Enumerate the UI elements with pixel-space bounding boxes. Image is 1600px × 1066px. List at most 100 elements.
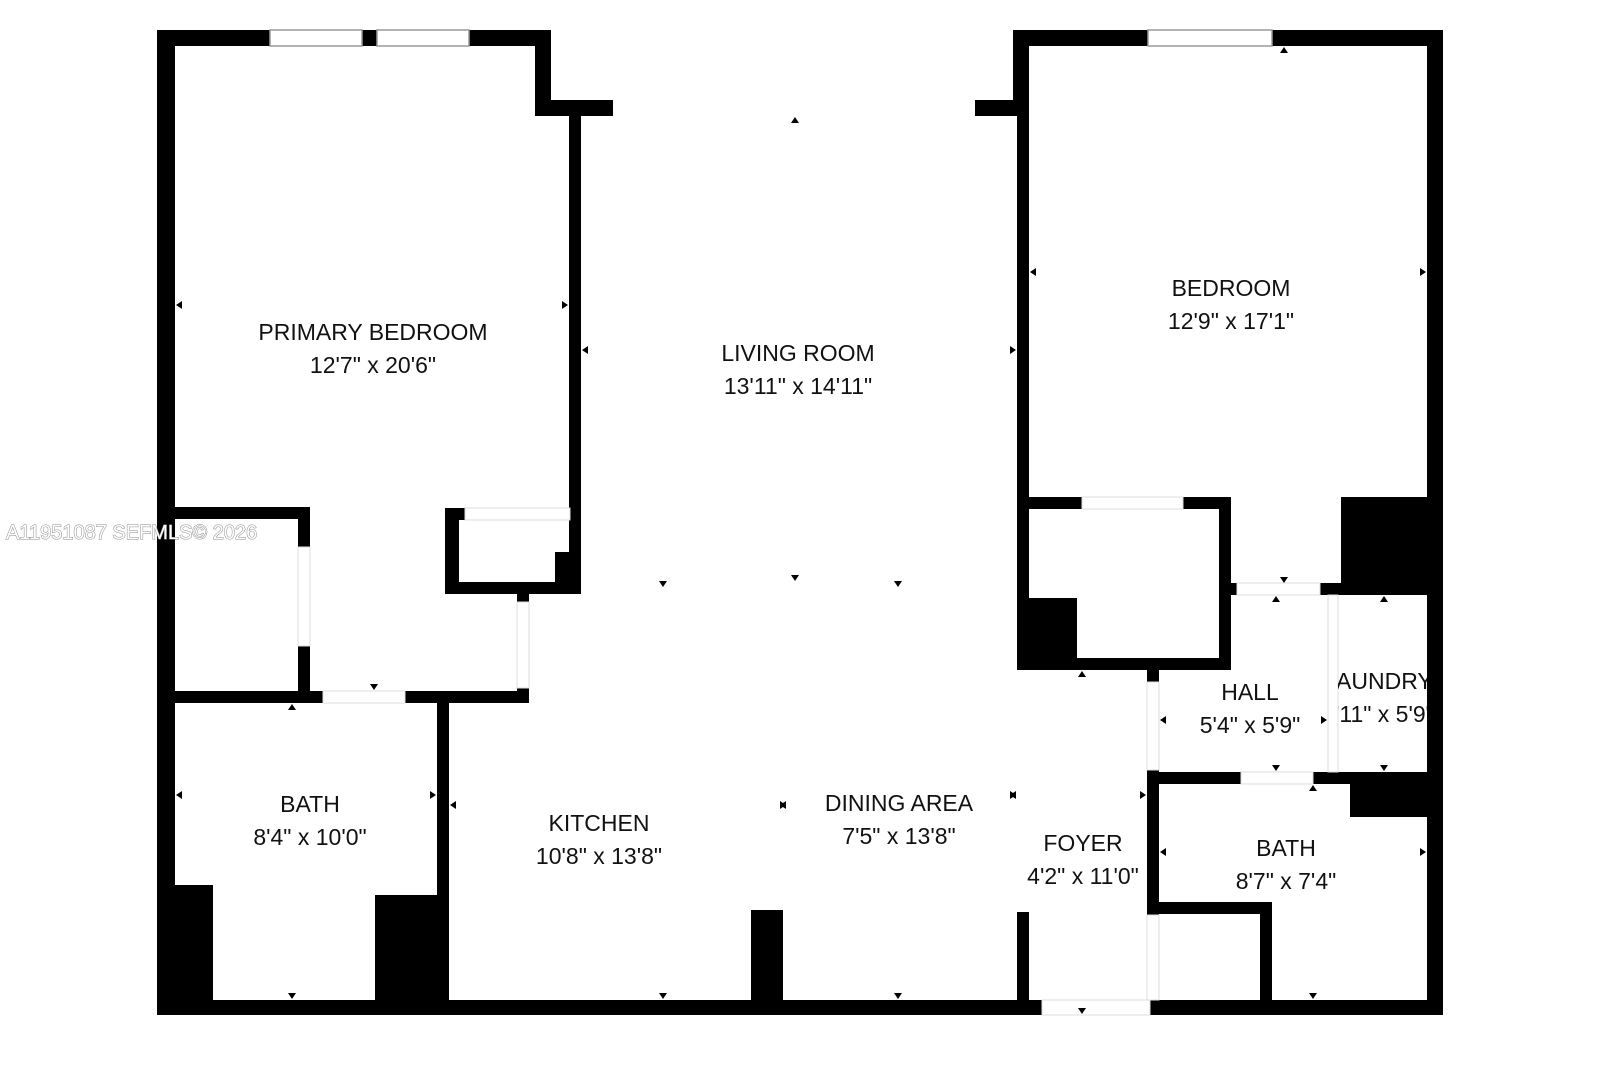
room-name-foyer: FOYER: [1043, 830, 1122, 856]
marker-bedroom-right: [1420, 268, 1426, 276]
room-size-hall: 5'4" x 5'9": [1200, 712, 1301, 738]
wall-foyer-left: [1017, 912, 1029, 1015]
wall-notch-left: [535, 30, 551, 114]
wall-bath2-left: [1147, 770, 1159, 915]
wall-hall-left-stub: [1147, 670, 1159, 682]
room-size-bedroom: 12'9" x 17'1": [1168, 308, 1294, 334]
wall-wic-top: [175, 507, 310, 519]
marker-living-left: [582, 346, 588, 354]
door-primary-bedroom: [516, 601, 530, 689]
door-shower: [1146, 914, 1160, 1001]
room-size-laundry: 2'11" x 5'9": [1322, 701, 1434, 727]
wall-bath2-top-left: [1147, 772, 1241, 784]
wall-door-stub-2: [517, 688, 529, 703]
marker-living-bottom: [791, 575, 799, 581]
marker-hall-right: [1321, 716, 1327, 724]
door-bedroom-hall: [1236, 582, 1321, 596]
marker-primary-left: [176, 301, 182, 309]
marker-bath2-right: [1420, 848, 1426, 856]
room-name-dining-area: DINING AREA: [825, 790, 974, 816]
room-size-primary-bedroom: 12'7" x 20'6": [310, 352, 436, 378]
wall-bedroom-left: [1017, 114, 1029, 670]
marker-bath2-top: [1309, 785, 1317, 791]
marker-dining-bottom: [894, 993, 902, 999]
window-primary-1: [269, 29, 363, 47]
room-name-hall: HALL: [1221, 679, 1279, 705]
room-size-living-room: 13'11" x 14'11": [724, 373, 872, 399]
windows: [269, 29, 1273, 47]
wall-shower-right: [1260, 902, 1272, 1015]
room-name-primary-bedroom: PRIMARY BEDROOM: [258, 319, 487, 345]
marker-bedroom-bottom: [1280, 577, 1288, 583]
walls: [157, 30, 1443, 1015]
marker-living-top: [791, 117, 799, 123]
wall-wic-right-bottom: [298, 646, 310, 694]
room-size-kitchen: 10'8" x 13'8": [536, 843, 662, 869]
bath-vanity-left: [175, 885, 213, 1015]
room-size-dining-area: 7'5" x 13'8": [842, 823, 955, 849]
marker-dining-left: [780, 801, 786, 809]
marker-bath2-bottom: [1309, 993, 1317, 999]
laundry-block: [1350, 772, 1443, 817]
room-size-bath-right: 8'7" x 7'4": [1236, 868, 1337, 894]
room-name-bath-right: BATH: [1256, 835, 1316, 861]
marker-hall-left: [1160, 716, 1166, 724]
wall-closet-top-stub: [445, 508, 465, 520]
window-primary-2: [376, 29, 470, 47]
marker-hall-top: [1272, 596, 1280, 602]
door-wic: [297, 546, 311, 647]
wall-bedroom-bottom-left: [1017, 497, 1082, 509]
bedroom-closet-block: [1341, 497, 1443, 595]
marker-kitchen-left: [450, 801, 456, 809]
marker-primary-right: [562, 301, 568, 309]
wall-hall-top-left: [1219, 583, 1237, 595]
marker-bath-top: [288, 704, 296, 710]
marker-kitchen-bottom: [659, 993, 667, 999]
laundry-label-clip: LAUNDRY 2'11" x 5'9": [1322, 668, 1434, 727]
room-name-kitchen: KITCHEN: [549, 810, 650, 836]
marker-primary-bottom: [370, 684, 378, 690]
door-entry: [1041, 999, 1151, 1016]
wall-hall-top-right: [1320, 583, 1350, 595]
marker-bath-bottom: [288, 993, 296, 999]
wall-bottom-right: [1150, 1000, 1442, 1015]
wall-notch-right: [1013, 30, 1029, 116]
window-bedroom: [1147, 29, 1273, 47]
room-labels: PRIMARY BEDROOM 12'7" x 20'6" LIVING ROO…: [253, 275, 1434, 894]
wall-outer-left: [157, 30, 175, 1015]
marker-kitchen-top: [659, 581, 667, 587]
room-name-bath-left: BATH: [280, 791, 340, 817]
closet2-block: [1017, 598, 1077, 670]
door-closet-primary: [464, 507, 571, 521]
marker-living-right: [1010, 346, 1016, 354]
wall-living-top-left: [535, 100, 613, 116]
wall-living-top-right: [975, 100, 1018, 116]
bath-vanity-right: [375, 895, 445, 1015]
marker-foyer-right: [1140, 791, 1146, 799]
marker-hall-bottom: [1272, 765, 1280, 771]
room-name-living-room: LIVING ROOM: [721, 340, 874, 366]
marker-foyer-top: [1078, 671, 1086, 677]
door-bath-left: [322, 690, 406, 704]
kitchen-island-block: [751, 910, 783, 1015]
room-size-bath-left: 8'4" x 10'0": [253, 824, 366, 850]
wall-bath-top-left: [175, 691, 323, 703]
wall-closet-bottom: [445, 582, 581, 594]
marker-laundry-top: [1380, 596, 1388, 602]
marker-laundry-bottom: [1380, 765, 1388, 771]
marker-dining-top: [894, 581, 902, 587]
marker-bedroom-top: [1280, 47, 1288, 53]
marker-bath-right: [430, 791, 436, 799]
door-bath-right: [1240, 771, 1314, 785]
door-laundry: [1327, 594, 1339, 773]
wall-primary-right: [569, 114, 581, 594]
room-name-laundry: LAUNDRY: [1323, 668, 1433, 694]
wall-shower-top: [1147, 902, 1272, 914]
door-closet-bedroom: [1081, 496, 1184, 510]
room-name-bedroom: BEDROOM: [1172, 275, 1291, 301]
wall-wic-right-top: [298, 507, 310, 547]
door-hall: [1146, 681, 1160, 771]
wall-bath-top-right: [405, 691, 529, 703]
marker-foyer-bottom: [1078, 1008, 1086, 1014]
